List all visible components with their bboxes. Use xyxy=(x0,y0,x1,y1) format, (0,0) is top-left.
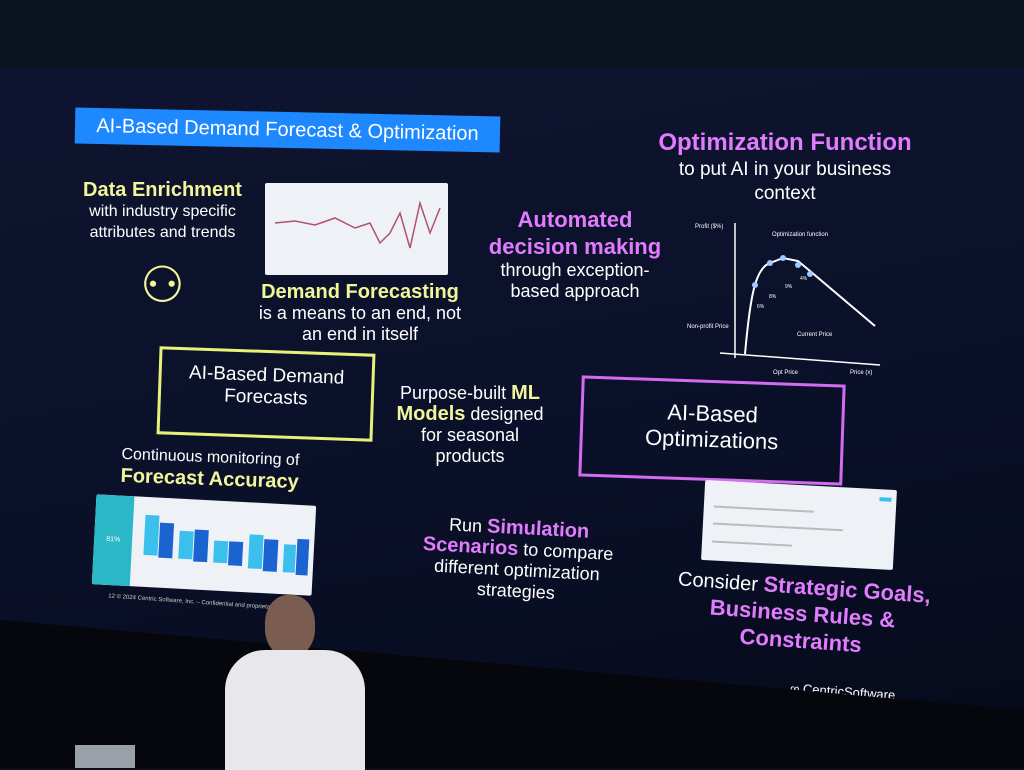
consider-text: Consider xyxy=(677,568,765,597)
chart-nonprofit-label: Non-profit Price xyxy=(687,324,729,330)
chart-current-label: Current Price xyxy=(797,332,833,338)
optimization-function-title: Optimization Function xyxy=(658,129,912,156)
chart-y-label: Profit ($%) xyxy=(695,224,723,230)
optimization-function: Optimization Function to put AI in your … xyxy=(630,128,940,206)
data-enrichment: Data Enrichment with industry specific a… xyxy=(65,180,260,243)
demand-forecasting-text: is a means to an end, not an end in itse… xyxy=(258,303,462,344)
ceiling xyxy=(0,0,1024,70)
chart-opt-label: Opt Price xyxy=(773,370,799,376)
optimization-curve-chart: Optimization function Profit ($%) Price … xyxy=(687,223,881,376)
forecast-line-chart xyxy=(274,200,441,249)
chart-title: Optimization function xyxy=(772,232,828,238)
ai-optimizations-label: AI-Based Optimizations xyxy=(644,399,779,455)
presenter xyxy=(225,595,365,770)
optimization-function-text: to put AI in your business context xyxy=(678,159,892,204)
brain-icon: ⚇ xyxy=(140,257,185,313)
ai-demand-forecasts-label: AI-Based Demand Forecasts xyxy=(188,362,345,410)
laptop xyxy=(75,745,135,768)
data-enrichment-text: with industry specific attributes and tr… xyxy=(89,203,236,241)
ai-optimizations-box: AI-Based Optimizations xyxy=(578,375,846,486)
ml-models: Purpose-built ML Models designed for sea… xyxy=(385,383,555,467)
ai-demand-forecasts-box: AI-Based Demand Forecasts xyxy=(156,346,376,442)
models-highlight: Models xyxy=(396,403,466,425)
automated-title: Automated decision making xyxy=(488,207,662,259)
ml-text-2: designed for seasonal products xyxy=(420,404,544,466)
simulation-text: Run xyxy=(448,514,488,537)
automated-decisions: Automated decision making through except… xyxy=(480,206,670,302)
forecast-thumbnail xyxy=(265,183,448,275)
accuracy-kpi: 81% xyxy=(91,494,135,587)
ml-highlight: ML xyxy=(511,382,540,404)
chart-pct: 4% xyxy=(800,276,808,282)
projection-screen xyxy=(0,68,1024,718)
demand-forecasting-title: Demand Forecasting xyxy=(261,281,459,303)
accuracy-dashboard-thumbnail: 81% xyxy=(91,494,317,596)
chart-pct: 6% xyxy=(757,304,765,310)
accuracy-bar-chart xyxy=(143,514,310,576)
chart-pct: 8% xyxy=(769,294,777,300)
data-enrichment-title: Data Enrichment xyxy=(83,179,242,201)
simulation-scenarios: Run Simulation Scenarios to compare diff… xyxy=(408,512,627,607)
chart-pct: 9% xyxy=(785,284,793,290)
automated-text: through exception-based approach xyxy=(500,260,650,301)
demand-forecasting: Demand Forecasting is a means to an end,… xyxy=(250,282,470,345)
optimization-dashboard-thumbnail xyxy=(701,480,897,570)
chart-x-label: Price (x) xyxy=(850,370,872,376)
ml-text: Purpose-built xyxy=(400,383,512,403)
forecast-accuracy: Continuous monitoring of Forecast Accura… xyxy=(89,444,330,495)
